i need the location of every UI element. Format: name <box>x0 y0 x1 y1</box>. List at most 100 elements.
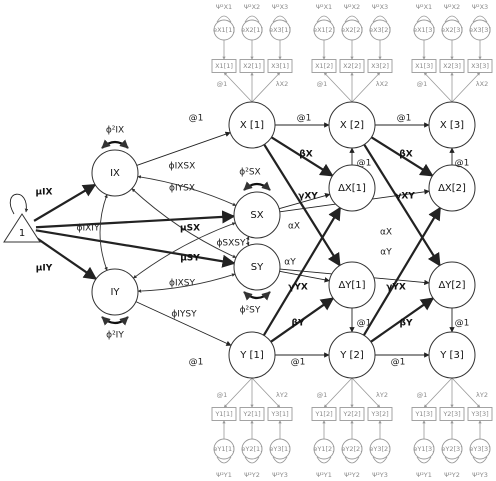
x-error-node <box>413 19 435 41</box>
y-error-variance-arc <box>416 456 432 464</box>
x-error-label: eX2[3] <box>441 26 463 34</box>
x-error-node <box>341 19 363 41</box>
y-error-label: eY3[1] <box>269 445 290 453</box>
x-error-label: eX2[2] <box>341 26 363 34</box>
x-error-node <box>213 19 235 41</box>
param-label-gammayx: γYX <box>386 283 406 293</box>
y-loading-path <box>323 377 353 408</box>
path-beta-x-2 <box>370 136 434 177</box>
y-error-node <box>269 438 291 460</box>
param-label-phiixsy: ϕIXSY <box>169 279 195 289</box>
cov-ix-iy <box>99 194 108 271</box>
latent-node-x1 <box>228 101 276 149</box>
y-loading-path <box>423 377 453 408</box>
x-error-variance-label: Ψ²X3 <box>272 3 288 11</box>
x-indicator-label: X1[3] <box>415 62 433 70</box>
y-loading-path <box>351 377 381 408</box>
x-indicator-box <box>339 59 365 73</box>
y-error-variance-arc <box>244 456 260 464</box>
latent-label-dx1: ΔX[1] <box>338 183 366 194</box>
param-label-betay: βY <box>400 319 413 329</box>
param-label-alphay: αY <box>284 258 296 268</box>
param-label-phiixiy: ϕIXIY <box>77 224 100 234</box>
x-error-label: eX2[1] <box>241 26 263 34</box>
y-indicator-label: Y2[1] <box>242 410 260 418</box>
x-error-variance-arc <box>216 15 232 23</box>
y-error-node <box>441 438 463 460</box>
path-sx-dx1 <box>279 193 331 210</box>
y-indicator-label: Y3[1] <box>270 410 288 418</box>
path-gamma-yx-2 <box>363 143 441 267</box>
x-error-variance-label: Ψ²X1 <box>316 3 332 11</box>
variance-arc-sy <box>243 291 271 301</box>
y-indicator-label: Y1[2] <box>314 410 332 418</box>
variance-arc-iy <box>101 316 129 326</box>
y-loading-label: λY2 <box>476 391 488 399</box>
latent-node-iy <box>91 268 139 316</box>
y-error-node <box>241 438 263 460</box>
x-indicator-box <box>267 59 293 73</box>
path-sy-dy1 <box>279 270 330 283</box>
param-label-betax: βX <box>399 150 412 160</box>
x-error-node <box>441 19 463 41</box>
y-error-node <box>313 438 335 460</box>
variance-arc-sx <box>243 181 271 191</box>
x-error-variance-label: Ψ²X2 <box>444 3 460 11</box>
param-label-phiixsx: ϕIXSX <box>169 162 196 172</box>
constant-triangle-label: 1 <box>19 228 25 239</box>
latent-label-ix: IX <box>110 168 120 179</box>
param-label-at1: @1 <box>391 358 406 368</box>
path-beta-y-1 <box>270 297 335 343</box>
param-label-gammaxy: γXY <box>395 192 415 202</box>
x-indicator-label: X3[3] <box>471 62 489 70</box>
x-indicator-label: X2[3] <box>443 62 461 70</box>
latent-label-iy: IY <box>110 287 120 298</box>
y-indicator-box <box>467 407 493 421</box>
latent-node-dx2 <box>428 164 476 212</box>
latent-node-x3 <box>428 101 476 149</box>
x-loading-path <box>451 72 481 103</box>
y-indicator-box <box>211 407 237 421</box>
y-error-node <box>469 438 491 460</box>
x-indicator-box <box>211 59 237 73</box>
y-indicator-box <box>311 407 337 421</box>
x-error-variance-label: Ψ²X2 <box>244 3 260 11</box>
x-loading-path <box>323 72 353 103</box>
y-error-variance-label: Ψ²Y1 <box>316 471 332 479</box>
y-error-variance-arc <box>316 456 332 464</box>
x-indicator-box <box>467 59 493 73</box>
y-loading-fixed-label: @1 <box>417 391 428 399</box>
path-ix-x1 <box>136 131 231 166</box>
y-loading-fixed-label: @1 <box>217 391 228 399</box>
x-indicator-box <box>439 59 465 73</box>
y-loading-label: λY2 <box>376 391 388 399</box>
y-error-label: eY2[1] <box>241 445 262 453</box>
x-error-variance-label: Ψ²X1 <box>416 3 432 11</box>
x-error-label: eX3[1] <box>269 26 291 34</box>
measurement-layer: X1[1]eX1[1]Ψ²X1Y1[1]eY1[1]Ψ²Y1X2[1]eX2[1… <box>211 3 493 479</box>
x-indicator-label: X2[2] <box>343 62 361 70</box>
x-indicator-label: X2[1] <box>243 62 261 70</box>
x-indicator-box <box>239 59 265 73</box>
x-error-variance-arc <box>416 15 432 23</box>
y-indicator-label: Y1[1] <box>214 410 232 418</box>
path-iy-y1 <box>135 301 232 346</box>
y-error-node <box>213 438 235 460</box>
y-error-label: eY2[3] <box>441 445 462 453</box>
x-error-label: eX1[1] <box>213 26 235 34</box>
y-loading-fixed-label: @1 <box>317 391 328 399</box>
cov-sx-sy <box>245 236 250 246</box>
param-label-muix: μIX <box>36 188 53 198</box>
cov-iy-sy <box>137 273 236 293</box>
latent-label-x2: X [2] <box>340 120 364 131</box>
y-error-label: eY2[2] <box>341 445 362 453</box>
y-indicator-label: Y3[2] <box>370 410 388 418</box>
y-error-variance-arc <box>344 456 360 464</box>
y-error-variance-label: Ψ²Y3 <box>272 471 288 479</box>
y-error-variance-label: Ψ²Y2 <box>444 471 460 479</box>
y-indicator-box <box>239 407 265 421</box>
latent-label-x3: X [3] <box>440 120 464 131</box>
y-error-label: eY1[2] <box>313 445 334 453</box>
y-error-variance-arc <box>272 456 288 464</box>
